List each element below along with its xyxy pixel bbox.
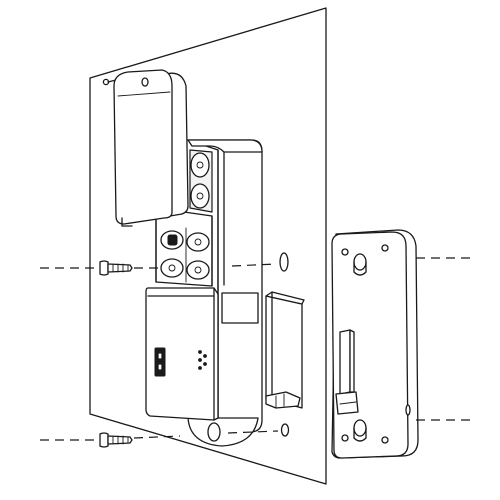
speaker-holes: [198, 350, 207, 370]
latch-bolt: [335, 329, 359, 415]
mounting-screw-upper: [40, 260, 277, 276]
battery-cell-row: [160, 227, 210, 283]
body-side-window: [221, 292, 259, 324]
panel-slot-hole: [279, 252, 289, 272]
manual-override-switch: [154, 347, 166, 377]
battery-compartment: [155, 149, 213, 287]
lock-body: [187, 139, 263, 447]
mounting-screw-lower: [40, 430, 279, 448]
latch-block: [265, 291, 305, 409]
strike-post-upper: [353, 253, 367, 276]
panel-lower-hole: [280, 423, 290, 437]
strike-post-lower: [353, 419, 367, 442]
front-housing: [145, 287, 219, 421]
battery-cover: [113, 69, 189, 227]
strike-plate: [331, 229, 470, 459]
